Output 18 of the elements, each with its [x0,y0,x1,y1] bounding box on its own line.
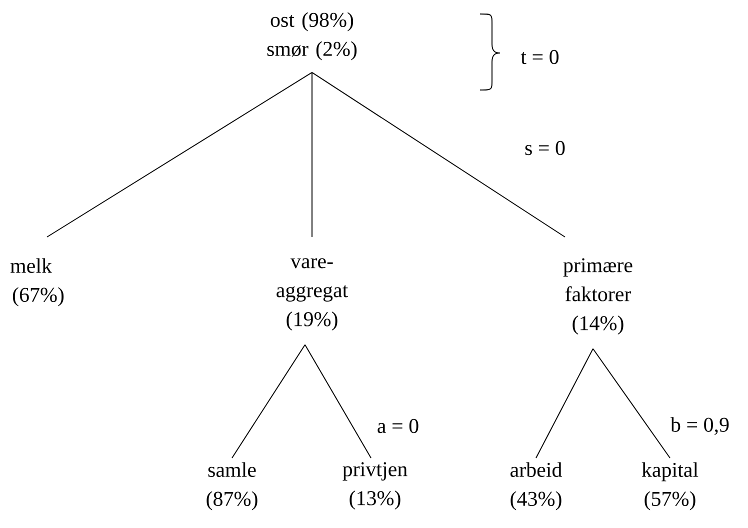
node-text: melk (67%) [10,258,64,306]
parameter-label: b = 0,9 [670,417,729,435]
parameter-label: s = 0 [525,140,565,156]
parameter-label: t = 0 [520,50,559,64]
node-text: ost (98%) smør (2%) [267,12,357,60]
node-text: arbeid (43%) [510,462,562,510]
tree-line [592,348,670,458]
tree-line [312,72,566,238]
tree-line [536,348,594,458]
node-text: kapital (57%) [642,462,698,510]
node-text: vare- aggregat (19%) [276,258,348,331]
tree-line [232,344,306,458]
tree-line [304,344,372,458]
node-text: samle (87%) [206,462,258,510]
parameter-label: a = 0 [378,418,418,434]
node-text: primære faktorer (14%) [563,258,632,335]
tree-line [46,72,312,238]
node-text: privtjen (13%) [342,462,408,510]
